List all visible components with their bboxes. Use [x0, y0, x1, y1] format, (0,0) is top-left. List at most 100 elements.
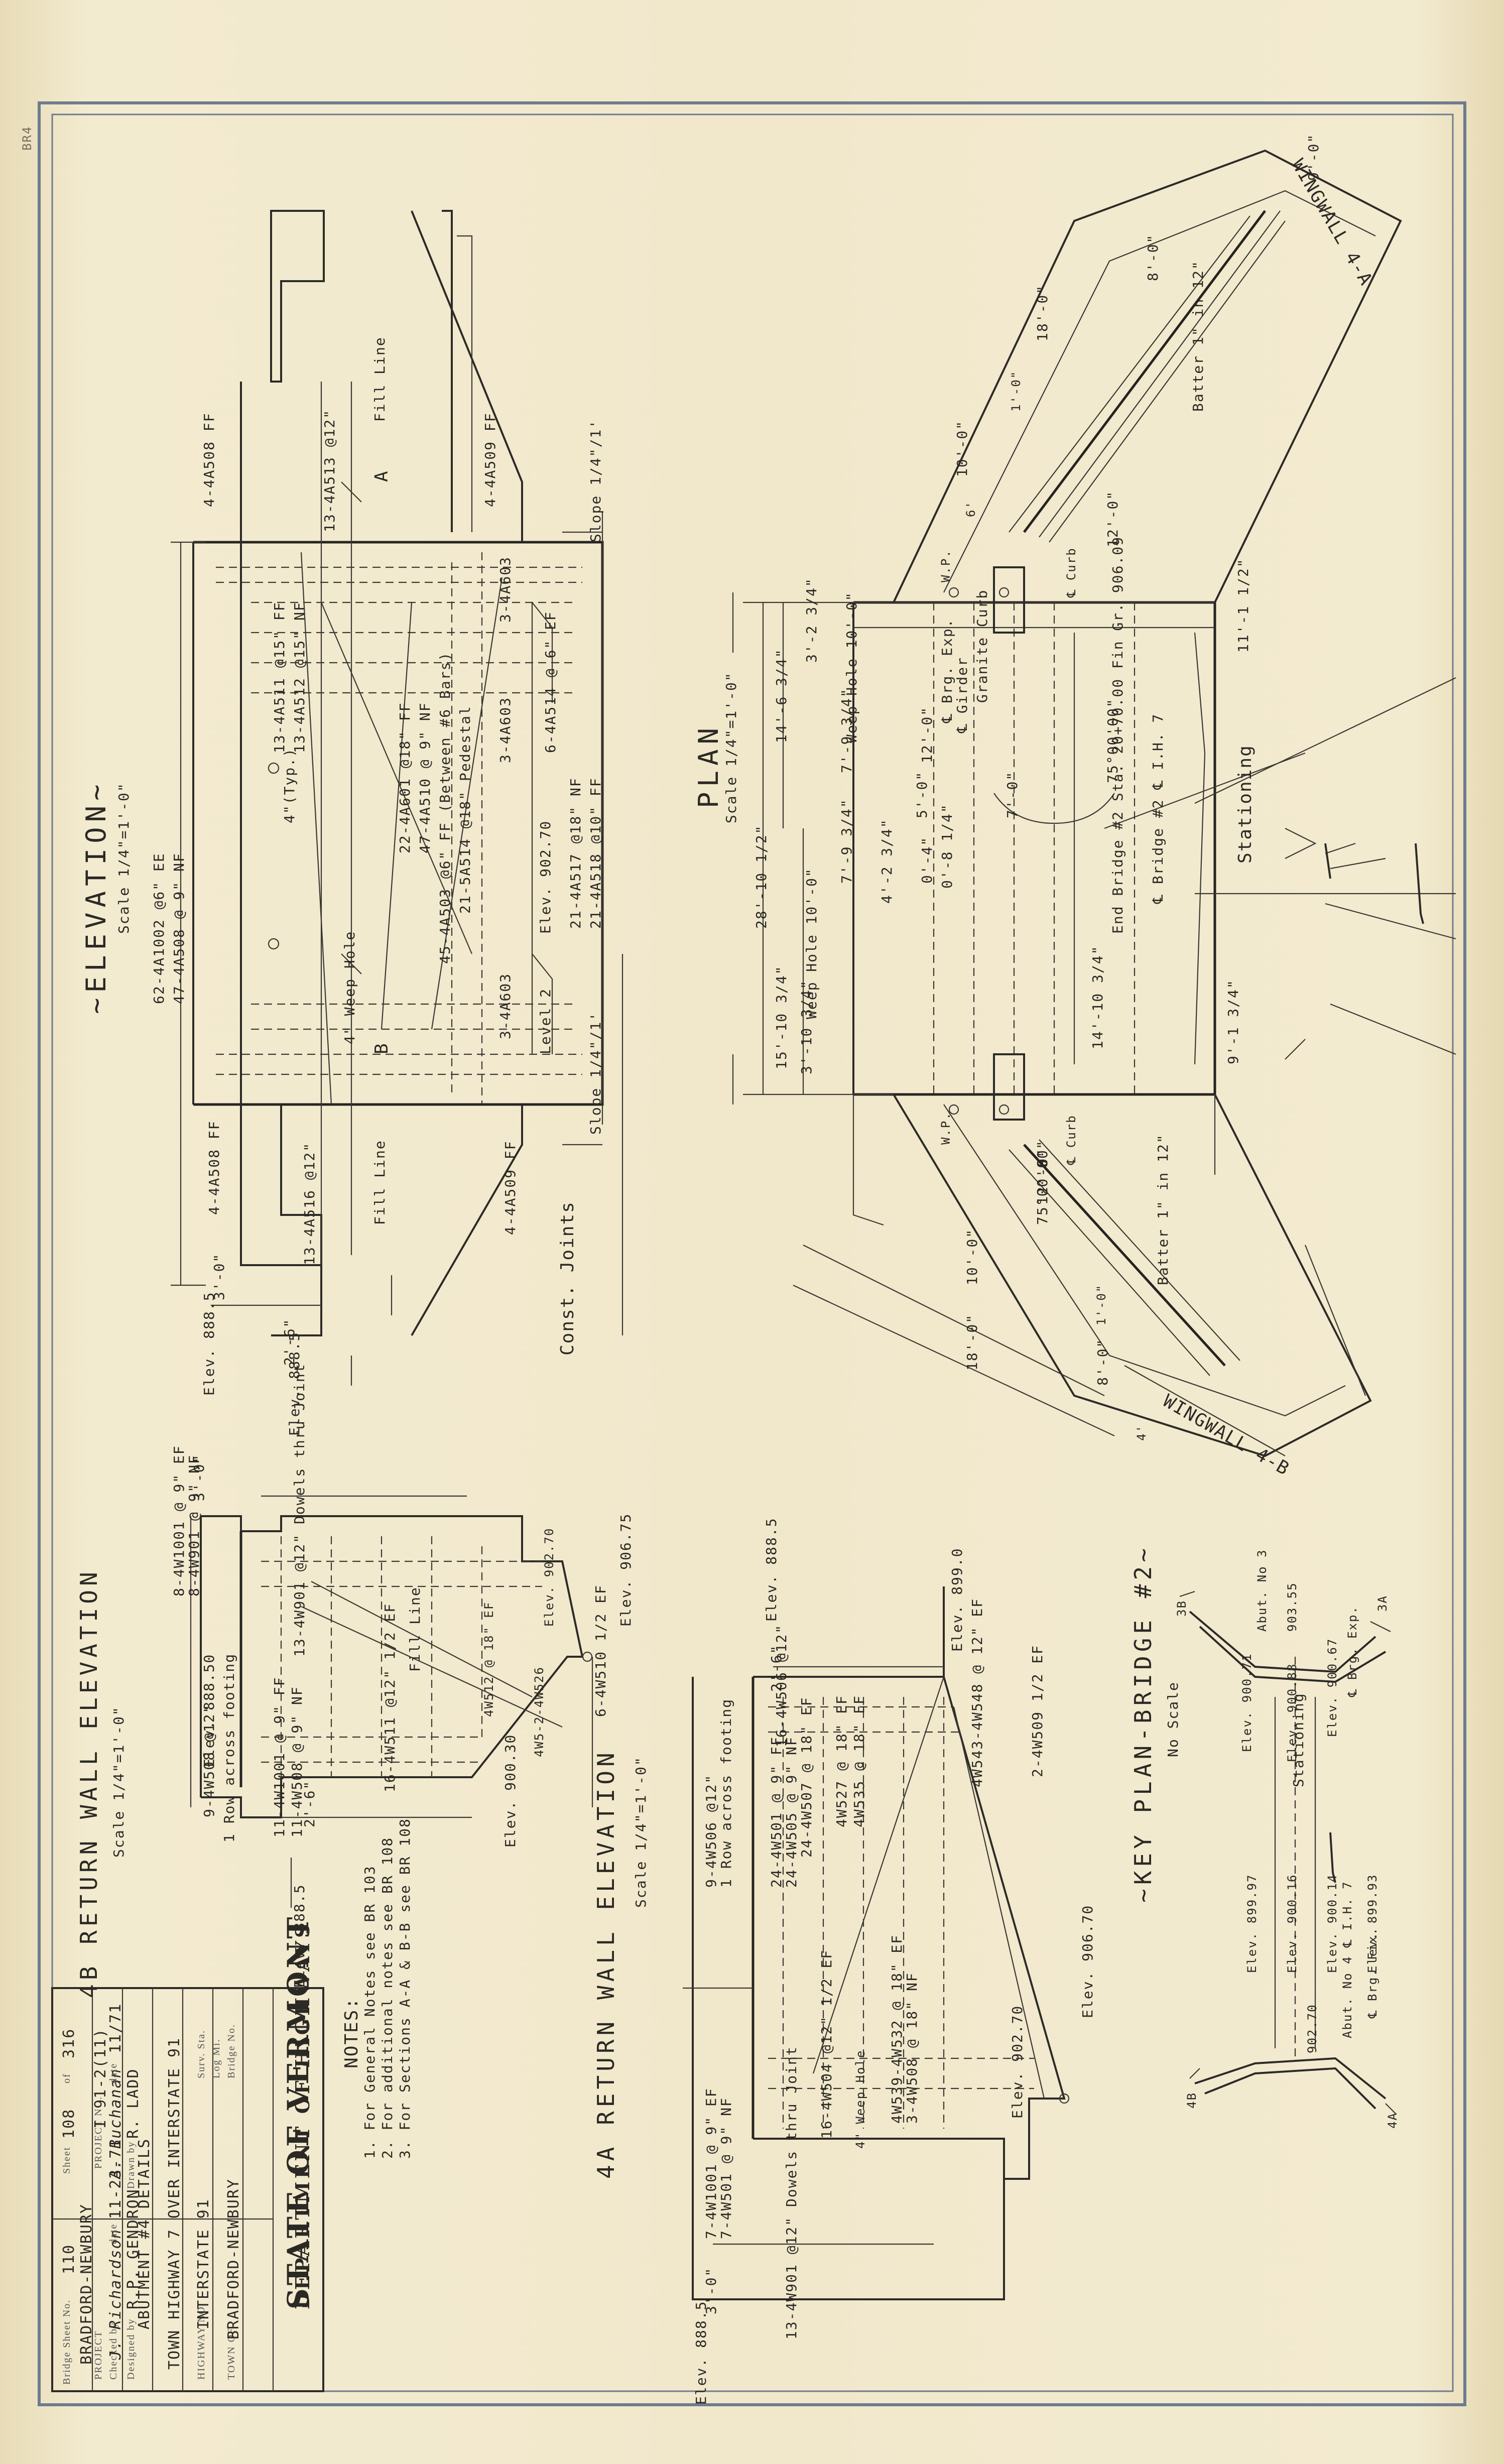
inner-border — [51, 113, 1454, 2392]
plan-label: W.P. — [939, 549, 953, 582]
ret4a-label: 24-4W507 @ 18" EF — [798, 1696, 815, 1858]
plan-label: ℄ Bridge #2 ℄ I.H. 7 — [1150, 713, 1166, 904]
ret4a-label: 9-4W506 @12" — [703, 1774, 719, 1888]
elev-label: Fill Line — [371, 336, 388, 422]
elev-label: 3-4A603 — [497, 972, 514, 1039]
designed-value: R.P. GENDRON — [124, 2188, 142, 2309]
note-item: 3. For Sections A-A & B-B see BR 108 — [397, 1818, 413, 2159]
description-line-1: TOWN HIGHWAY 7 OVER INTERSTATE 91 — [166, 2037, 183, 2370]
plan-label: 0'-8 1/4" — [939, 803, 955, 889]
plan-label: 10'-0" — [954, 420, 970, 477]
key-label: Abut. No 4 ℄ I.H. 7 — [1340, 1881, 1354, 2039]
key-plan — [1179, 843, 1396, 2114]
key-label: Elev. 900.14 — [1325, 1874, 1339, 1973]
key-label: ℄ Brg. Fix. — [1365, 1927, 1380, 2018]
plan-label: 5'-0" — [914, 771, 930, 818]
ret4a-label: 2'-6" — [768, 1644, 785, 1692]
bridge-sheet-caption: Bridge Sheet No. — [61, 2299, 72, 2385]
corner-label: BR4 — [20, 126, 34, 151]
project-value: BRADFORD-NEWBURY — [78, 2203, 95, 2365]
elev-label: 47-4A508 @ 9" NF — [171, 852, 187, 1004]
plan-label: ℄ Brg. Exp. — [939, 618, 955, 723]
elev-label: Slope 1/4"/1' — [587, 1011, 604, 1135]
bridge-sheet-no: 110 — [60, 2244, 78, 2274]
date-2-caption: date — [108, 2062, 119, 2083]
ret4a-label: 24-4W501 @ 9" FF — [768, 1736, 785, 1888]
plan-label: 7'-9 3/4" — [838, 688, 855, 773]
elev-label: 47-4A510 @ 9" NF — [417, 702, 433, 853]
ret4b-label: 13-4W901 @12" Dowels thru Joint — [291, 1363, 308, 1657]
agency-line-2: DEPARTMENT OF HIGHWAYS — [291, 1921, 314, 2309]
plan-label: 12'-0" — [1104, 490, 1121, 547]
ret4b-label: Elev. 900.30 — [502, 1734, 519, 1847]
plan-label: 10'-0" — [964, 1228, 980, 1285]
notes-heading: NOTES: — [341, 1997, 362, 2068]
plan-label: 11'-1 1/2" — [1235, 558, 1251, 653]
elev-label: 4-4A508 FF — [206, 1120, 222, 1215]
elev-label: Elev. 888.5 — [201, 1291, 217, 1396]
elev-label: 3-4A603 — [497, 696, 514, 763]
plan-label: 18'-0" — [964, 1313, 980, 1371]
plan-label: 12'-0" — [1034, 1148, 1051, 1205]
approved-value: A. Buchanan — [107, 2068, 124, 2179]
elev-label: 4"(Typ.) — [281, 748, 298, 823]
return-4a-title: 4A RETURN WALL ELEVATION — [592, 1749, 619, 2179]
ret4a-label: 1 Row across footing — [718, 1698, 734, 1888]
ret4a-label: 3-4W508 @ 18" NF — [904, 1972, 920, 2124]
elev-label: 13-4A516 @12" — [301, 1142, 318, 1265]
of-caption: of — [61, 2073, 72, 2083]
sheet-total: 316 — [60, 2028, 78, 2058]
plan-label: 75°00'00" — [1104, 698, 1121, 783]
plan-label: 4'-2 3/4" — [879, 818, 895, 904]
date-2-value: 11/71 — [107, 2003, 124, 2053]
elevation-scale: Scale 1/4"=1'-0" — [115, 782, 132, 934]
plan-label: 12'-0" — [919, 706, 935, 763]
plan-label: 7'-0" — [1004, 771, 1021, 818]
ret4a-label: 2-4W509 1/2 EF — [1029, 1644, 1046, 1777]
key-label: 902.70 — [1305, 2004, 1319, 2053]
ret4a-label: 4W535 @ 18" EF — [851, 1694, 867, 1827]
ret4a-label: Elev. 899.0 — [949, 1547, 965, 1652]
plan-label: Batter 1" in 12" — [1155, 1134, 1171, 1285]
ret4a-label: 24-4W505 @ 9" NF — [783, 1736, 800, 1888]
plan-label: ℄ Curb — [1064, 1115, 1078, 1165]
plan-label: 1'-0" — [1009, 370, 1023, 412]
ret4a-label: Elev. 906.70 — [1079, 1904, 1096, 2018]
ret4b-label: 4W5-2-4W526 — [532, 1666, 546, 1757]
ret4b-label: Elev. 888.50 — [201, 1653, 217, 1767]
plan-label: 28'-10 1/2" — [753, 824, 770, 929]
survey-caption: Surv. Sta. — [196, 2029, 207, 2078]
elev-label: Const. Joints — [557, 1201, 578, 1356]
elev-label: 21-5A514 @18" Pedestal — [457, 705, 473, 914]
town-value: BRADFORD-NEWBURY — [225, 2178, 242, 2339]
ret4b-label: Elev. 906.75 — [617, 1513, 634, 1627]
elev-label: 13-4A511 @15" FF — [271, 601, 288, 753]
elev-label: Slope 1/4"/1' — [587, 419, 604, 542]
key-label: 3B — [1175, 1600, 1189, 1617]
elev-label: 4-4A509 FF — [502, 1140, 519, 1235]
elev-label: 4" Weep Hole — [341, 930, 358, 1044]
key-label: Elev. 899.97 — [1245, 1874, 1259, 1973]
key-label: ℄ Brg. Exp. — [1345, 1606, 1359, 1697]
plan-label: ℄ Girder — [954, 657, 970, 733]
elev-label: 22-4A601 @18" FF — [397, 702, 413, 853]
plan-scale: Scale 1/4"=1'-0" — [723, 672, 739, 823]
designed-caption: Designed by — [126, 2318, 137, 2380]
return-4b-title: 4B RETURN WALL ELEVATION — [75, 1568, 102, 1998]
plan-label: 1'-0" — [1094, 1284, 1108, 1325]
ret4a-label: 4W527 @ 18" EF — [833, 1694, 850, 1827]
elev-label: Elev. 902.70 — [537, 820, 554, 934]
elev-label: 4-4A508 FF — [201, 412, 217, 507]
plan-stationing: Stationing — [1235, 745, 1256, 864]
plan-label: 4' — [1135, 1424, 1149, 1441]
plan-label: 14'-6 3/4" — [773, 648, 790, 743]
elev-label: 62-4A1002 @6" EE — [151, 852, 167, 1004]
plan-label: 3'-10 3/4" — [798, 979, 815, 1074]
key-label: Elev. 900.88 — [1285, 1663, 1299, 1762]
ret4b-label: Fill Line — [407, 1586, 423, 1672]
elev-label: 13-4A512 @15" NF — [291, 601, 308, 753]
plan-label: ℄ Curb — [1064, 547, 1078, 597]
key-plan-title: ~KEY PLAN-BRIDGE #2~ — [1130, 1544, 1157, 1903]
